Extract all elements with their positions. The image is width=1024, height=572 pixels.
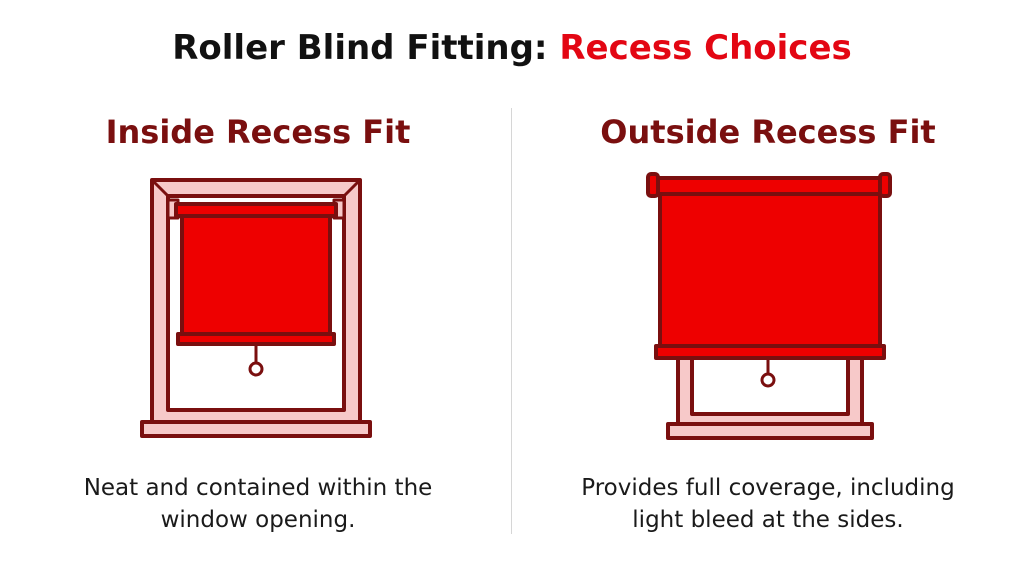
outside-blind-fabric xyxy=(658,190,882,350)
inside-caption-line-2: window opening. xyxy=(160,507,356,533)
outside-pull-ring xyxy=(760,372,776,388)
inside-recess-caption: Neat and contained within the window ope… xyxy=(2,472,514,536)
outside-recess-caption: Provides full coverage, including light … xyxy=(512,472,1024,536)
outside-recess-illustration xyxy=(646,172,892,440)
outside-left-end-cap xyxy=(646,172,660,198)
outside-blind-bottom-bar xyxy=(654,344,886,360)
inside-recess-illustration xyxy=(140,178,372,438)
title-main: Roller Blind Fitting: xyxy=(172,28,560,68)
inside-recess-heading: Inside Recess Fit xyxy=(105,113,411,151)
inside-blind-bottom-bar xyxy=(176,332,336,346)
inside-caption-line-1: Neat and contained within the xyxy=(83,475,433,501)
outside-right-end-cap xyxy=(878,172,892,198)
outside-roller-tube xyxy=(650,176,890,196)
inside-blind-fabric xyxy=(180,214,332,336)
outside-recess-heading: Outside Recess Fit xyxy=(600,113,936,151)
outside-window-sill xyxy=(666,422,874,440)
outside-caption-line-1: Provides full coverage, including xyxy=(581,475,955,501)
outside-caption-line-2: light bleed at the sides. xyxy=(632,507,904,533)
title-accent: Recess Choices xyxy=(559,28,852,68)
inside-window-sill xyxy=(140,420,372,438)
page-title: Roller Blind Fitting: Recess Choices xyxy=(0,28,1024,68)
inside-pull-ring xyxy=(248,361,264,377)
column-divider xyxy=(511,108,512,534)
